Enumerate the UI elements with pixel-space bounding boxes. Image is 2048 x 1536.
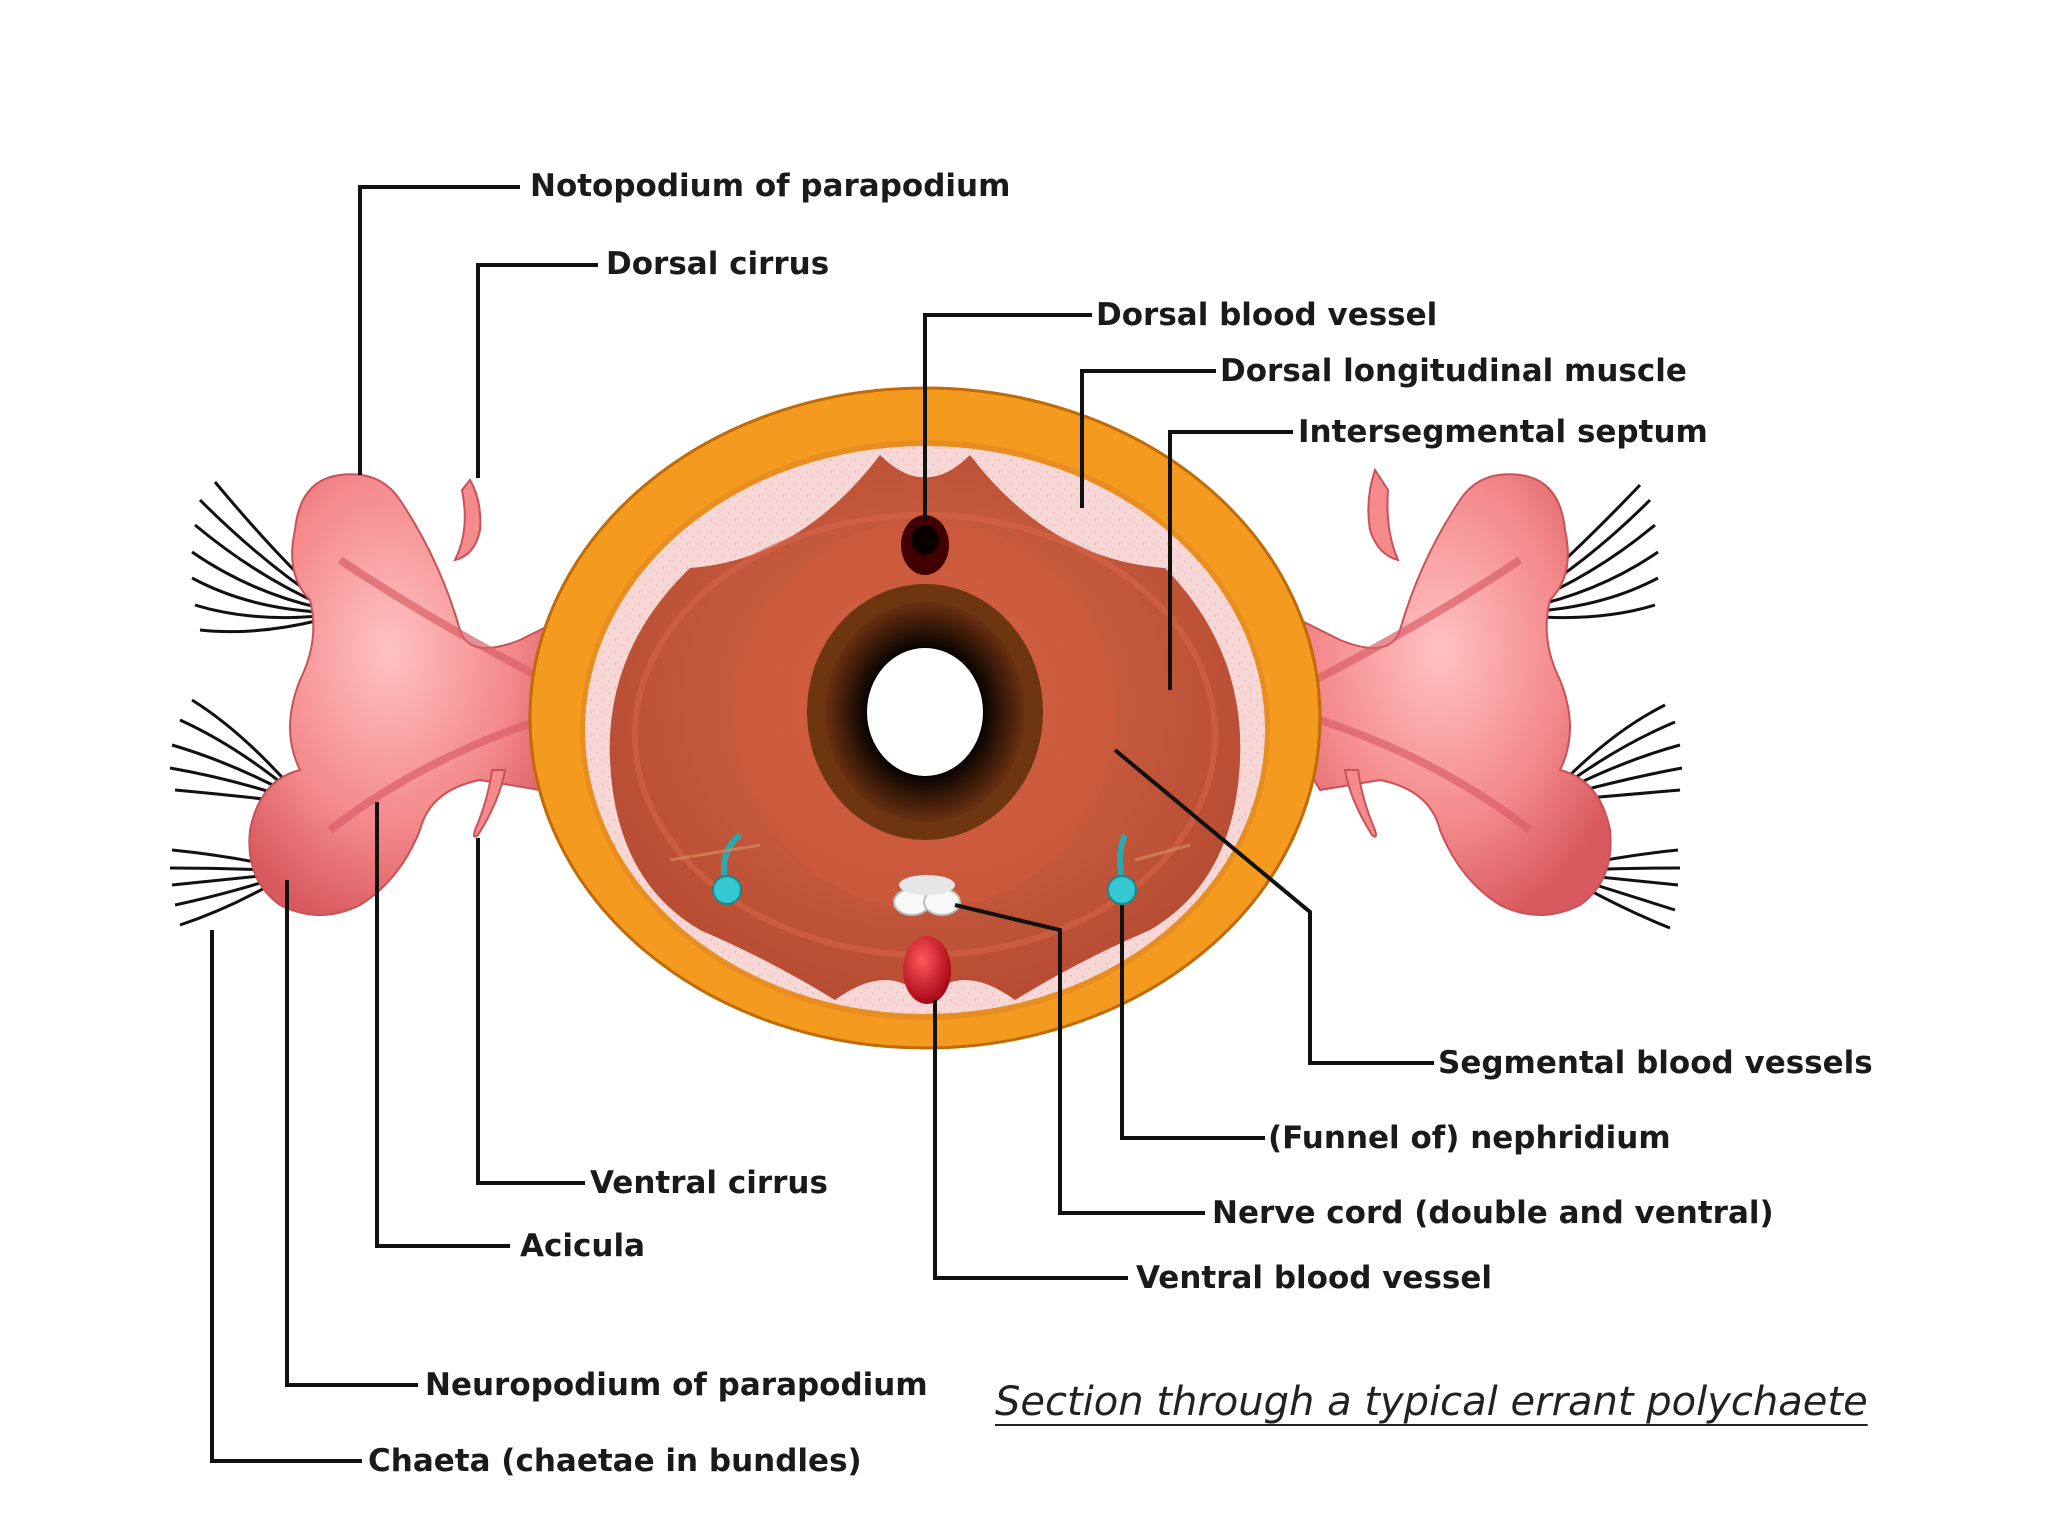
label-dorsal-longitudinal-muscle: Dorsal longitudinal muscle — [1220, 353, 1687, 389]
label-ventral-cirrus: Ventral cirrus — [590, 1165, 828, 1201]
label-chaeta: Chaeta (chaetae in bundles) — [368, 1443, 862, 1479]
left-dorsal-cirrus — [455, 480, 480, 560]
right-parapodium-body — [1300, 474, 1611, 915]
dorsal-blood-vessel-lumen — [911, 525, 939, 555]
leader-neuropodium — [287, 880, 418, 1385]
right-dorsal-cirrus — [1368, 470, 1398, 560]
right-parapodium — [1300, 470, 1682, 928]
label-dorsal-blood-vessel: Dorsal blood vessel — [1096, 297, 1437, 333]
label-intersegmental-septum: Intersegmental septum — [1298, 414, 1708, 450]
diagram-caption: Section through a typical errant polycha… — [995, 1379, 1868, 1425]
gut-lumen — [867, 648, 983, 776]
label-notopodium: Notopodium of parapodium — [530, 168, 1010, 204]
leader-dorsal-cirrus — [478, 265, 598, 478]
nerve-cord — [894, 875, 960, 915]
label-segmental-blood-vessels: Segmental blood vessels — [1438, 1045, 1873, 1081]
label-dorsal-cirrus: Dorsal cirrus — [606, 246, 829, 282]
label-ventral-blood-vessel: Ventral blood vessel — [1136, 1260, 1492, 1296]
ventral-blood-vessel — [903, 936, 951, 1004]
leader-ventral-cirrus — [478, 838, 585, 1183]
label-acicula: Acicula — [520, 1228, 645, 1264]
label-nephridium: (Funnel of) nephridium — [1268, 1120, 1671, 1156]
left-parapodium-body — [249, 474, 560, 915]
leader-notopodium — [360, 187, 520, 475]
left-parapodium — [170, 474, 560, 925]
caption-group: Section through a typical errant polycha… — [995, 1379, 1868, 1425]
label-nerve-cord: Nerve cord (double and ventral) — [1212, 1195, 1774, 1231]
label-neuropodium: Neuropodium of parapodium — [425, 1367, 928, 1403]
